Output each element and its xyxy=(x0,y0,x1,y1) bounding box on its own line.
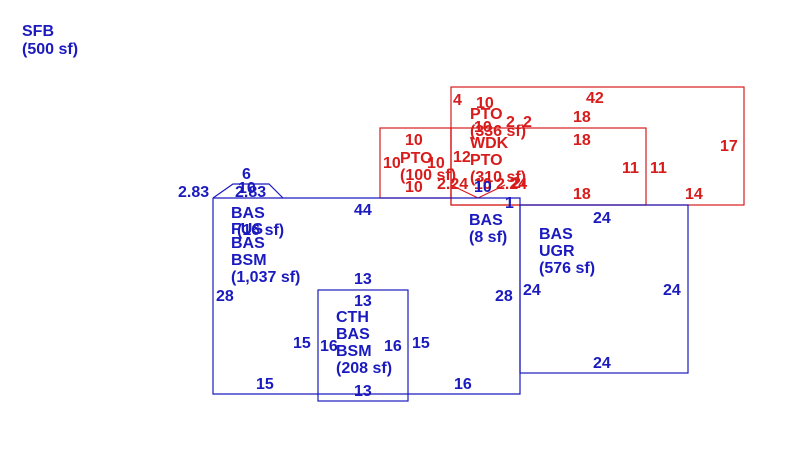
blue-dim-label: 28 xyxy=(216,288,234,305)
red-dim-label: 10 xyxy=(427,155,445,172)
bas-ugr-label-2: UGR xyxy=(539,243,575,260)
cth-label-2: BAS xyxy=(336,326,370,343)
blue-dim-label: 13 xyxy=(354,383,372,400)
red-dim-label: 14 xyxy=(685,186,703,203)
red-dim-label: 18 xyxy=(573,132,591,149)
red-dim-label: 18 xyxy=(573,186,591,203)
red-dim-label: 11 xyxy=(650,160,667,177)
bas-small-area: (8 sf) xyxy=(469,229,507,246)
blue-dim-label: 16 xyxy=(454,376,472,393)
blue-dim-label: 24 xyxy=(663,282,681,299)
bas-fus-label-1: BAS xyxy=(231,205,265,222)
red-dim-label: 10 xyxy=(405,179,423,196)
blue-dim-label: 24 xyxy=(593,355,611,372)
red-dim-label: 10 xyxy=(474,119,492,136)
bas-ugr-outline xyxy=(519,204,689,374)
cth-label-1: CTH xyxy=(336,309,369,326)
bas-ugr-area: (576 sf) xyxy=(539,260,595,277)
blue-dim-label: 44 xyxy=(354,202,372,219)
blue-dim-label: 24 xyxy=(523,282,541,299)
red-dim-label: 2 xyxy=(512,175,521,192)
red-dim-label: 42 xyxy=(586,90,604,107)
blue-dim-label: 15 xyxy=(412,335,430,352)
pto-top-label: PTO xyxy=(470,106,503,123)
cth-label-3: BSM xyxy=(336,343,372,360)
sketch-total-area: (500 sf) xyxy=(22,41,78,58)
bas-ugr-label-1: BAS xyxy=(539,226,573,243)
blue-dim-label: 24 xyxy=(593,210,611,227)
wdk-pto-area: (310 sf) xyxy=(470,169,526,186)
sketch-title: SFB xyxy=(22,23,54,40)
blue-dim-label: 2.83 xyxy=(235,184,266,201)
bas-fus-area: (16 sf) xyxy=(237,222,284,239)
red-dim-label: 2.24 xyxy=(496,176,527,193)
pto-top-area: (336 sf) xyxy=(470,123,526,140)
blue-dim-label: 16 xyxy=(320,338,338,355)
blue-dim-label: 13 xyxy=(354,271,372,288)
cth-area: (208 sf) xyxy=(336,360,392,377)
blue-dim-label: 1 xyxy=(505,195,514,212)
blue-dim-label: 10 xyxy=(238,180,256,197)
blue-dim-label: 6 xyxy=(242,166,251,183)
blue-dim-label: 13 xyxy=(354,293,372,310)
blue-dim-label: 28 xyxy=(495,288,513,305)
red-dim-label: 10 xyxy=(476,95,494,112)
red-dim-label: 4 xyxy=(453,92,462,109)
red-dim-label: 11 xyxy=(622,160,639,177)
blue-dim-label: 2.83 xyxy=(178,184,209,201)
bas-bsm-label-2: BSM xyxy=(231,252,267,269)
bas-bsm-area: (1,037 sf) xyxy=(231,269,300,286)
red-dim-label: 10 xyxy=(405,132,423,149)
pto-small-label: PTO xyxy=(400,150,433,167)
red-dim-label: 2.24 xyxy=(437,176,468,193)
blue-dim-label: 10 xyxy=(474,179,492,196)
wdk-pto-label-1: WDK xyxy=(470,135,509,152)
red-dim-label: 2 xyxy=(506,114,515,131)
red-dim-label: 10 xyxy=(383,155,401,172)
red-dim-label: 18 xyxy=(573,109,591,126)
bas-fus-outline xyxy=(212,183,284,199)
blue-dim-label: 15 xyxy=(293,335,311,352)
wdk-pto-label-2: PTO xyxy=(470,152,503,169)
bas-bsm-outline xyxy=(212,197,521,395)
blue-dim-label: 15 xyxy=(256,376,274,393)
bas-bsm-label-1: BAS xyxy=(231,235,265,252)
blue-dim-label: 16 xyxy=(384,338,402,355)
pto-small-area: (100 sf) xyxy=(400,167,456,184)
red-dim-label: 10 xyxy=(474,176,492,193)
bas-small-label: BAS xyxy=(469,212,503,229)
pto-diagonal-edge xyxy=(450,184,479,199)
bas-fus-label-2: FUS xyxy=(231,221,263,238)
red-dim-label: 2 xyxy=(523,114,532,131)
red-dim-label: 12 xyxy=(453,149,471,166)
red-dim-label: 17 xyxy=(720,138,738,155)
cth-bas-bsm-outline xyxy=(317,289,409,402)
pto-diagonal-edge-2 xyxy=(477,184,506,199)
